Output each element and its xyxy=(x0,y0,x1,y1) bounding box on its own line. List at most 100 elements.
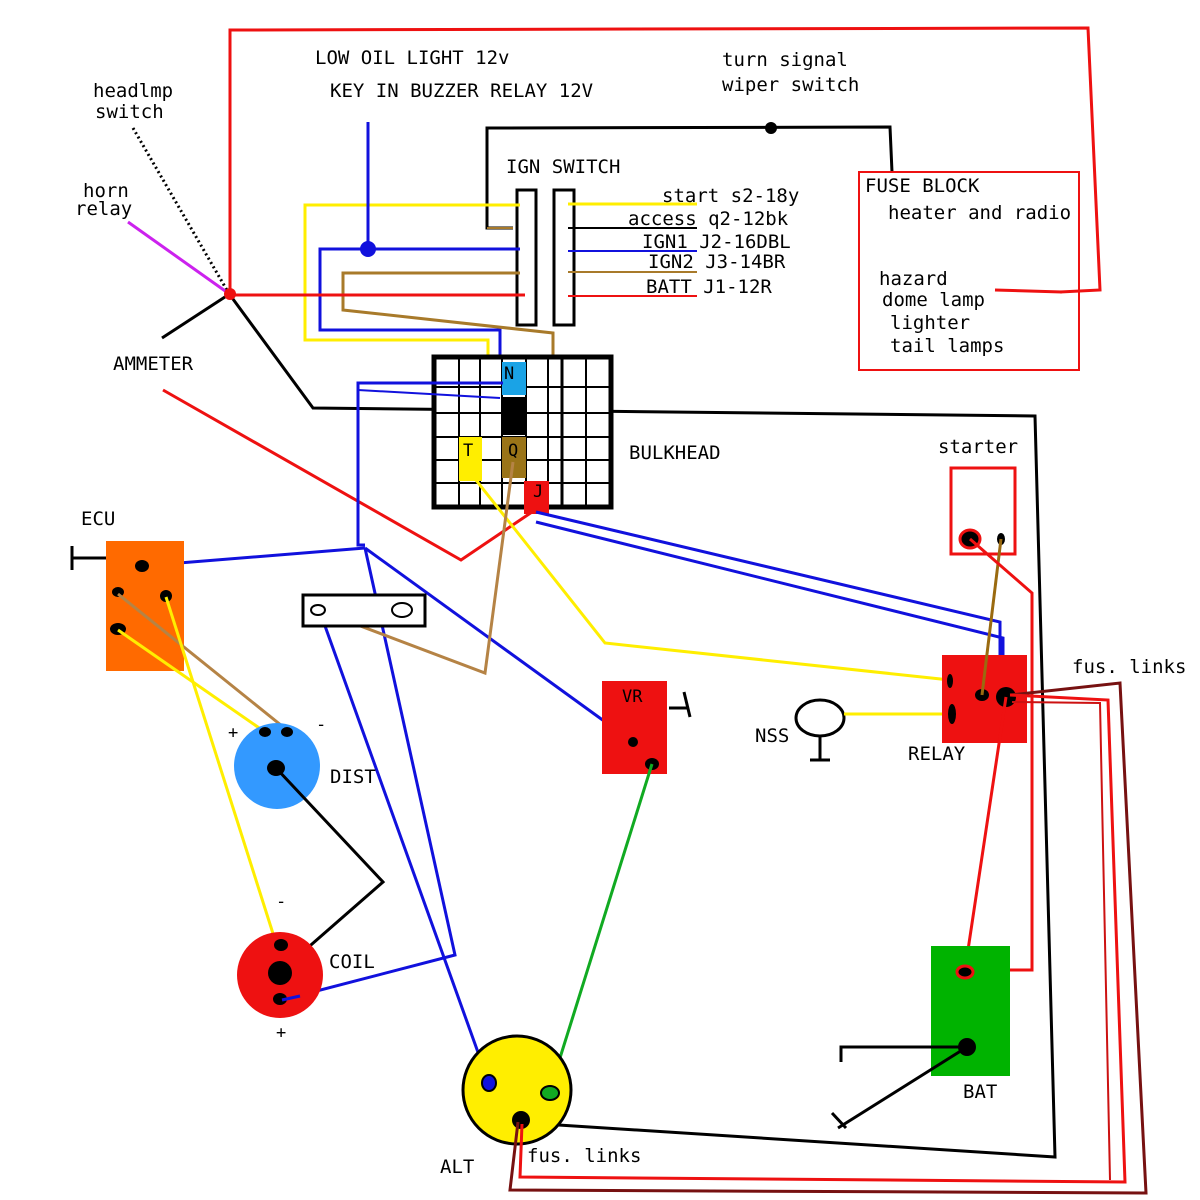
start-label: start s2-18y xyxy=(662,185,799,207)
bat-ground-tick xyxy=(830,1111,848,1130)
ammeter-label: AMMETER xyxy=(113,353,194,375)
wire-red-top-loop xyxy=(228,26,1102,294)
bat-box xyxy=(931,946,1010,1076)
dist-pin-minus xyxy=(281,727,293,737)
ign2-label: IGN2 J3-14BR xyxy=(648,251,786,273)
wire-darkred-fuslink xyxy=(508,681,1148,1195)
coil-plus-label: + xyxy=(276,1023,286,1043)
bulkhead-label: BULKHEAD xyxy=(629,442,721,464)
wire-red-fuslink-b xyxy=(1011,701,1111,1181)
wire-blue-alt xyxy=(318,611,491,1084)
relay-pin-s xyxy=(947,674,953,688)
dist-plus-label: + xyxy=(228,723,238,743)
wire-red-relay-bat xyxy=(963,696,1008,971)
horn-label: horn xyxy=(83,180,129,202)
wire-yellow-t-relay xyxy=(466,469,951,682)
wire-black-dist-coil xyxy=(274,766,386,974)
wire-blue-n xyxy=(356,381,503,547)
nss-body xyxy=(794,698,846,738)
bulkhead-j-label: J xyxy=(533,482,543,502)
wire-blue-ign1 xyxy=(318,247,520,375)
wire-ammeter-black-short xyxy=(161,293,229,340)
fuse-block xyxy=(858,171,1080,371)
pickup-hole-right xyxy=(391,602,413,618)
pickup-hole-left xyxy=(310,604,326,616)
wiper-switch-label: wiper switch xyxy=(722,74,859,96)
ecu-pin-1 xyxy=(135,560,149,572)
ammeter-node xyxy=(224,288,236,300)
wire-tan-q xyxy=(317,461,515,676)
bulkhead-connector xyxy=(431,354,614,514)
wire-yellow-ecu-coil xyxy=(164,596,278,944)
low-oil-label: LOW OIL LIGHT 12v xyxy=(315,47,509,69)
vr-ground-tick xyxy=(682,691,692,718)
bulkhead-t-label: T xyxy=(463,441,473,461)
heater-radio-label: heater and radio xyxy=(888,202,1071,224)
wire-blue-coil xyxy=(281,547,457,1002)
ecu-pin-3 xyxy=(160,590,172,602)
bulkhead-n-label: N xyxy=(504,364,514,384)
key-buzzer-label: KEY IN BUZZER RELAY 12V xyxy=(330,80,593,102)
wire-black-bat-ground-b xyxy=(837,1045,968,1130)
wire-tan-ecu-dist xyxy=(117,592,288,732)
buzzer-junction xyxy=(360,241,376,257)
dist-label: DIST xyxy=(330,766,376,788)
alt-body xyxy=(461,1034,573,1146)
wire-black-ammeter-ground xyxy=(228,294,1057,1159)
turn-signal-label: turn signal xyxy=(722,49,848,71)
hazard-label: hazard xyxy=(879,268,948,290)
vr-pin-1 xyxy=(628,737,638,747)
ign-switch-right-bar xyxy=(552,188,576,327)
coil-minus-label: - xyxy=(276,892,286,912)
wire-red-fuslink-a xyxy=(518,693,1127,1184)
bulkhead-cell-n xyxy=(502,362,526,395)
wire-blue-vr xyxy=(364,546,634,744)
wire-black-n xyxy=(357,389,501,399)
wire-headlamp-dotted xyxy=(131,127,230,293)
nss-label: NSS xyxy=(755,725,789,747)
alt-pin-blue xyxy=(481,1074,497,1092)
dist-pin-plus xyxy=(259,727,271,737)
wire-junction-dot xyxy=(765,122,777,134)
access-label: access q2-12bk xyxy=(628,208,789,230)
headlmp-switch-label: switch xyxy=(95,101,164,123)
wire-black-bat-ground-a xyxy=(839,1045,967,1062)
bulkhead-cell-t xyxy=(459,437,482,481)
batt-label: BATT J1-12R xyxy=(646,276,772,298)
ign-switch-left-bar xyxy=(515,188,538,327)
fus-links-right-label: fus. links xyxy=(1072,656,1186,678)
alt-pin-green xyxy=(540,1085,560,1101)
lighter-label: lighter xyxy=(890,312,970,334)
relay-pin-i xyxy=(948,704,956,724)
relay-label: RELAY xyxy=(908,743,966,765)
wire-red-ammeter-j xyxy=(162,388,536,562)
dome-lamp-label: dome lamp xyxy=(882,289,985,311)
wire-green-vr-alt xyxy=(547,763,654,1094)
ign-switch-label: IGN SWITCH xyxy=(506,156,620,178)
tail-lamps-label: tail lamps xyxy=(890,335,1004,357)
fus-links-bottom-label: fus. links xyxy=(527,1145,641,1167)
dist-minus-label: - xyxy=(316,715,326,735)
bulkhead-cell-black xyxy=(502,397,526,435)
wire-purple-horn xyxy=(127,220,229,295)
ecu-box xyxy=(106,541,184,671)
bulkhead-cell-q xyxy=(502,437,526,478)
bat-label: BAT xyxy=(963,1081,997,1103)
wire-blue-coil-tail xyxy=(281,994,301,1002)
starter-label: starter xyxy=(938,436,1018,458)
headlmp-label: headlmp xyxy=(93,80,173,102)
vr-label: VR xyxy=(622,687,643,707)
vr-box xyxy=(602,681,667,774)
coil-center xyxy=(268,961,292,985)
wire-red-fuse-hazard xyxy=(994,288,1063,294)
ign1-label: IGN1 J2-16DBL xyxy=(642,231,791,253)
bat-pin-plus xyxy=(955,964,975,980)
ecu-label: ECU xyxy=(81,508,115,530)
coil-pin-minus xyxy=(274,939,288,951)
bulkhead-q-label: Q xyxy=(508,441,518,461)
bulkhead-cell-j xyxy=(524,481,549,514)
coil-pin-plus xyxy=(273,993,287,1005)
fuse-block-label: FUSE BLOCK xyxy=(865,175,980,197)
